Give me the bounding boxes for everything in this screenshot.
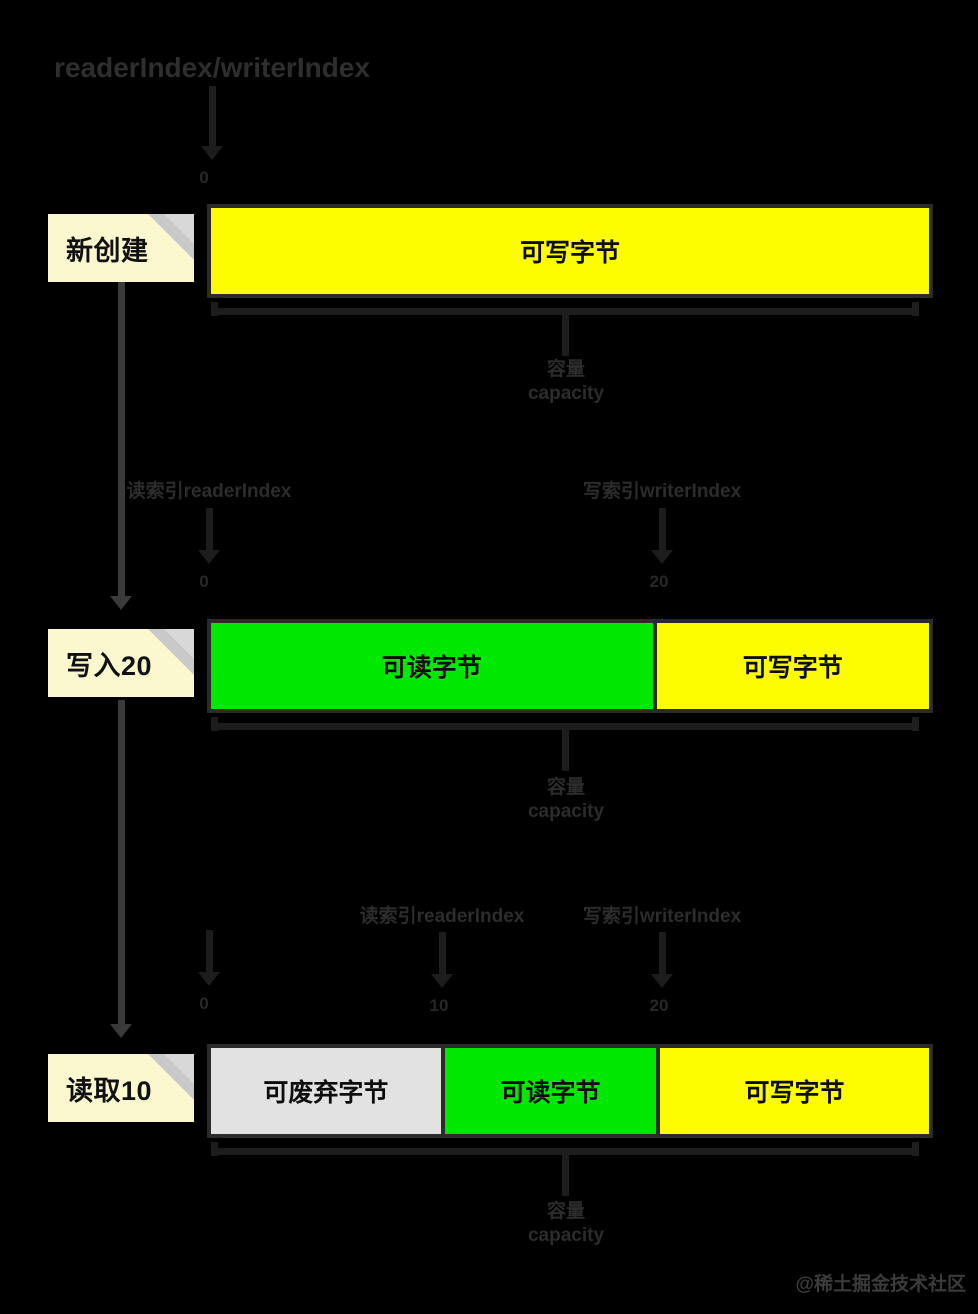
capacity-bracket-1-left-tick (211, 302, 218, 316)
capacity-label-1-line1: 容量 (546, 359, 586, 380)
writer-index-value-2: 20 (649, 996, 669, 1015)
capacity-bracket-1-right-tick (912, 302, 919, 316)
capacity-label-3-line1: 容量 (546, 1201, 586, 1222)
index-arrow-left-2 (198, 972, 220, 986)
capacity-stem-3 (562, 1154, 569, 1196)
capacity-bracket-2 (211, 723, 919, 730)
state-spine-1 (118, 272, 125, 604)
reader-index-value-1: 0 (199, 572, 209, 591)
writer-index-title-1: 写索引writerIndex (582, 481, 742, 502)
note-fold-inner-icon (164, 214, 194, 244)
segment-writable: 可写字节 (656, 1048, 929, 1134)
title-stem-value: 0 (199, 168, 209, 187)
state-note-new: 新创建 (48, 214, 194, 282)
note-fold-inner-icon (164, 1054, 194, 1084)
capacity-label-2-line2: capacity (527, 800, 605, 822)
capacity-bracket-2-left-tick (211, 717, 218, 731)
reader-index-stem-2 (439, 932, 446, 976)
capacity-stem-1 (562, 314, 569, 356)
capacity-label-1: 容量 capacity (528, 358, 604, 406)
title-stem-line (209, 86, 216, 148)
capacity-label-3: 容量 capacity (528, 1200, 604, 1248)
writer-index-stem-1 (659, 508, 666, 552)
writer-index-title-2: 写索引writerIndex (582, 906, 742, 927)
reader-index-arrow-2 (431, 974, 453, 988)
state-note-new-label: 新创建 (66, 235, 149, 266)
index-value-left-2: 0 (199, 994, 209, 1013)
capacity-stem-2 (562, 729, 569, 771)
writer-index-stem-2 (659, 932, 666, 976)
capacity-label-3-line2: capacity (527, 1224, 605, 1246)
index-stem-left-2 (206, 930, 213, 974)
capacity-bracket-3-right-tick (912, 1142, 919, 1156)
reader-index-title-2: 读索引readerIndex (359, 906, 525, 927)
capacity-bracket-2-right-tick (912, 717, 919, 731)
reader-index-stem-1 (206, 508, 213, 552)
writer-index-arrow-1 (651, 550, 673, 564)
state-spine-arrow-1 (110, 596, 132, 610)
segment-readable: 可读字节 (440, 1048, 657, 1134)
segment-readable: 可读字节 (211, 623, 653, 709)
state-note-written: 写入20 (48, 629, 194, 697)
capacity-bracket-3 (211, 1148, 919, 1155)
writer-index-value-1: 20 (649, 572, 669, 591)
state-spine-2 (118, 700, 125, 1030)
byte-row-new: 可写字节 (207, 204, 933, 298)
writer-index-arrow-2 (651, 974, 673, 988)
title-stem-arrow (201, 146, 223, 160)
byte-row-written: 可读字节 可写字节 (207, 619, 933, 713)
byte-row-read: 可废弃字节 可读字节 可写字节 (207, 1044, 933, 1138)
capacity-bracket-3-left-tick (211, 1142, 218, 1156)
reader-index-title-1: 读索引readerIndex (126, 481, 292, 502)
watermark: @稀土掘金技术社区 (795, 1274, 966, 1295)
segment-discardable: 可废弃字节 (211, 1048, 441, 1134)
capacity-label-2-line1: 容量 (546, 777, 586, 798)
capacity-label-1-line2: capacity (527, 382, 605, 404)
reader-index-value-2: 10 (429, 996, 449, 1015)
state-note-read-label: 读取10 (66, 1075, 153, 1106)
state-spine-arrow-2 (110, 1024, 132, 1038)
capacity-label-2: 容量 capacity (528, 776, 604, 824)
reader-index-arrow-1 (198, 550, 220, 564)
state-note-written-label: 写入20 (66, 650, 153, 681)
diagram-title: readerIndex/writerIndex (54, 52, 370, 83)
note-fold-inner-icon (164, 629, 194, 659)
segment-writable: 可写字节 (211, 208, 929, 294)
capacity-bracket-1 (211, 308, 919, 315)
state-note-read: 读取10 (48, 1054, 194, 1122)
segment-writable: 可写字节 (652, 623, 929, 709)
